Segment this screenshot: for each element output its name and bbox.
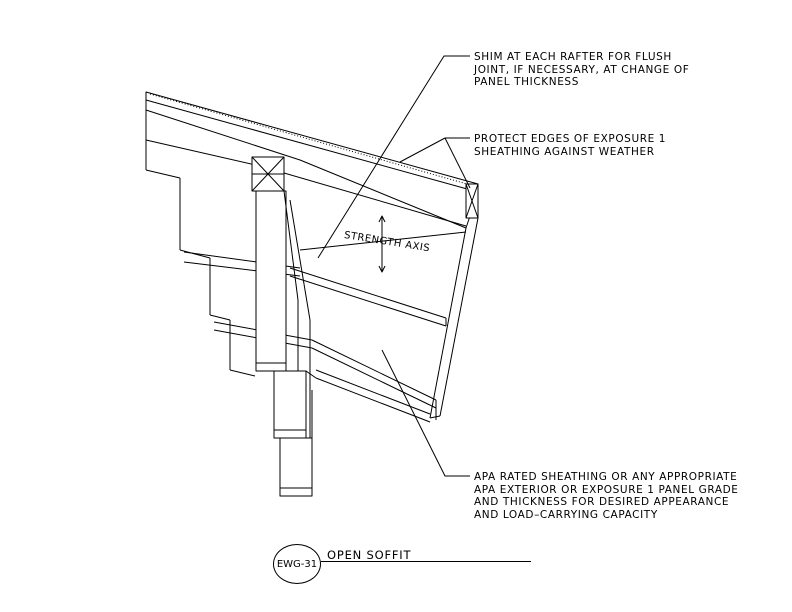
detail-number-bubble: EWG-31 <box>273 544 321 584</box>
title-underline <box>321 561 531 562</box>
note-apa-line-2: APA EXTERIOR OR EXPOSURE 1 PANEL GRADE <box>474 483 739 496</box>
detail-title: OPEN SOFFIT <box>327 548 412 562</box>
soffit-panel-lower <box>213 321 437 423</box>
strength-axis-arrow <box>378 215 386 273</box>
leader-apa <box>381 349 470 477</box>
note-shim-line-1: SHIM AT EACH RAFTER FOR FLUSH <box>474 51 672 63</box>
top-sheathing-edge <box>145 91 479 193</box>
leader-protect-2 <box>444 137 471 189</box>
note-protect-line-1: PROTECT EDGES OF EXPOSURE 1 <box>474 133 667 145</box>
note-apa-sheathing: APA RATED SHEATHING OR ANY APPROPRIATE A… <box>474 471 739 521</box>
rafter-3 <box>279 390 313 497</box>
note-apa-line-3: AND THICKNESS FOR DESIRED APPEARANCE <box>474 496 730 508</box>
note-shim: SHIM AT EACH RAFTER FOR FLUSH JOINT, IF … <box>474 51 689 89</box>
note-protect-line-2: SHEATHING AGAINST WEATHER <box>474 145 655 158</box>
note-shim-line-3: PANEL THICKNESS <box>474 76 579 88</box>
fascia-edge <box>429 183 479 419</box>
note-protect-edges: PROTECT EDGES OF EXPOSURE 1 SHEATHING AG… <box>474 133 666 158</box>
leader-shim <box>317 55 470 259</box>
leader-protect <box>399 137 470 163</box>
rafter-1 <box>251 156 299 372</box>
note-apa-line-1: APA RATED SHEATHING OR ANY APPROPRIATE <box>474 471 738 483</box>
note-apa-line-4: AND LOAD–CARRYING CAPACITY <box>474 508 658 521</box>
rafter-2 <box>273 199 317 439</box>
note-shim-line-2: JOINT, IF NECESSARY, AT CHANGE OF <box>474 63 690 76</box>
